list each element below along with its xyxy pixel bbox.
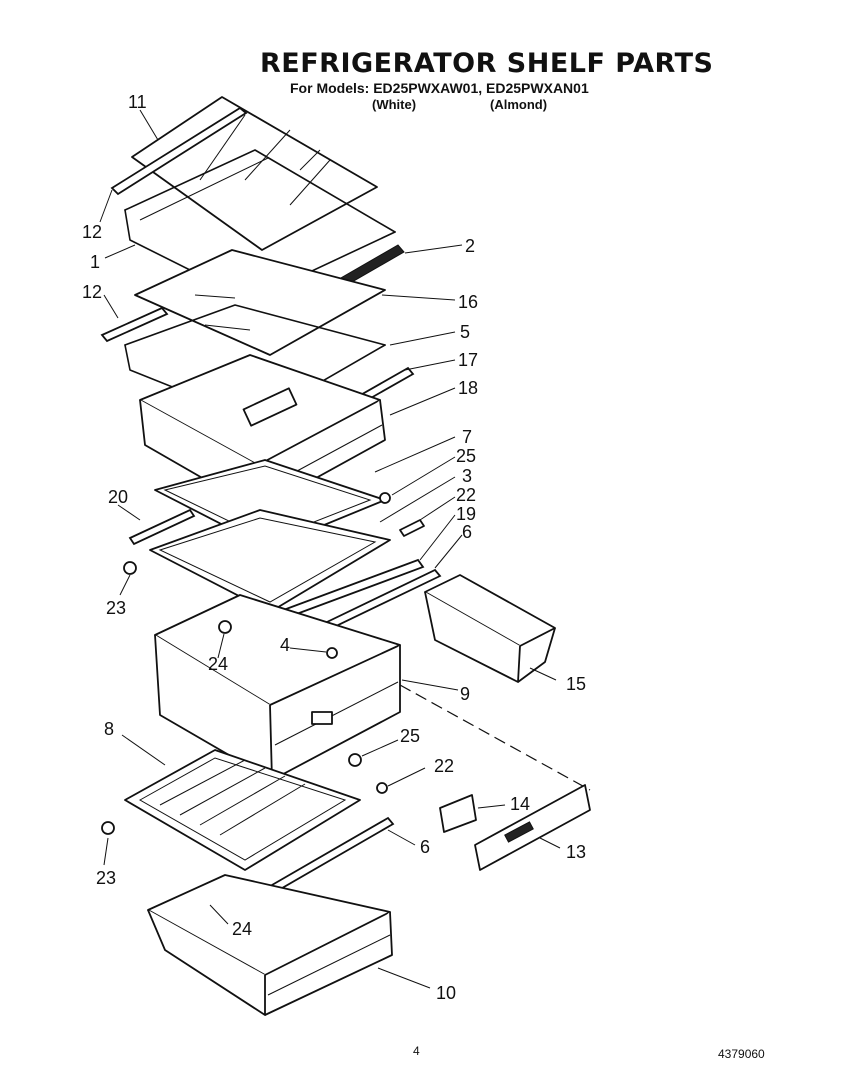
callout-5: 5 bbox=[460, 322, 470, 342]
callout-3: 3 bbox=[462, 466, 472, 486]
callout-23-upper: 23 bbox=[106, 598, 126, 618]
page-title: REFRIGERATOR SHELF PARTS bbox=[260, 48, 714, 79]
callout-24-lower: 24 bbox=[232, 919, 252, 939]
glass-shelf-part-11 bbox=[131, 96, 378, 251]
callout-13: 13 bbox=[566, 842, 586, 862]
callout-numbers: 11 12 1 12 2 16 5 17 18 7 25 3 22 19 6 2… bbox=[82, 92, 586, 1003]
callout-17: 17 bbox=[458, 350, 478, 370]
shelf-trim-part-12-lower bbox=[100, 306, 169, 343]
screw-part-4 bbox=[326, 647, 338, 659]
callout-19: 19 bbox=[456, 504, 476, 524]
callout-22-lower: 22 bbox=[434, 756, 454, 776]
bracket-part-14 bbox=[439, 794, 477, 833]
callout-14: 14 bbox=[510, 794, 530, 814]
callout-8: 8 bbox=[104, 719, 114, 739]
callout-7: 7 bbox=[462, 427, 472, 447]
callout-18: 18 bbox=[458, 378, 478, 398]
callout-9: 9 bbox=[460, 684, 470, 704]
callout-4: 4 bbox=[280, 635, 290, 655]
callout-20: 20 bbox=[108, 487, 128, 507]
screw-part-25-lower bbox=[348, 753, 362, 767]
leader-lines bbox=[99, 109, 561, 989]
callout-25-lower: 25 bbox=[400, 726, 420, 746]
models-line: For Models: ED25PWXAW01, ED25PWXAN01 bbox=[290, 80, 589, 96]
callout-24-upper: 24 bbox=[208, 654, 228, 674]
callout-10: 10 bbox=[436, 983, 456, 1003]
callout-6-lower: 6 bbox=[420, 837, 430, 857]
callout-12-lower: 12 bbox=[82, 282, 102, 302]
variant-white-label: (White) bbox=[372, 97, 417, 112]
callout-22-upper: 22 bbox=[456, 485, 476, 505]
clip-part-22-upper bbox=[399, 519, 425, 537]
clip-part-22-lower bbox=[376, 782, 388, 794]
callout-2: 2 bbox=[465, 236, 475, 256]
document-number: 4379060 bbox=[718, 1047, 765, 1061]
page-number: 4 bbox=[413, 1044, 420, 1058]
drawer-frame-part-3 bbox=[149, 509, 391, 613]
callout-16: 16 bbox=[458, 292, 478, 312]
clip-part-23-lower bbox=[101, 821, 115, 835]
screw-part-25-upper bbox=[379, 492, 391, 504]
door-bin-part-15 bbox=[424, 574, 556, 683]
clip-part-24-upper bbox=[218, 620, 232, 634]
callout-11: 11 bbox=[128, 92, 147, 112]
callout-12-upper: 12 bbox=[82, 222, 102, 242]
callout-15: 15 bbox=[566, 674, 586, 694]
assembly-leader-dashed bbox=[399, 684, 591, 791]
meat-pan-part-9 bbox=[154, 594, 401, 781]
bottom-drawer-part-10 bbox=[147, 874, 393, 1016]
callout-25-upper: 25 bbox=[456, 446, 476, 466]
callout-23-lower: 23 bbox=[96, 868, 116, 888]
shelf-trim-part-12-upper bbox=[110, 106, 248, 196]
drawer-cover-part-8 bbox=[124, 749, 361, 871]
glass-shelf-part-16 bbox=[134, 249, 386, 356]
callout-6-upper: 6 bbox=[462, 522, 472, 542]
rod-part-20 bbox=[128, 508, 196, 546]
callout-1: 1 bbox=[90, 252, 100, 272]
control-plate-part-13 bbox=[474, 784, 591, 871]
clip-part-23-upper bbox=[123, 561, 137, 575]
variant-almond-label: (Almond) bbox=[490, 97, 548, 112]
